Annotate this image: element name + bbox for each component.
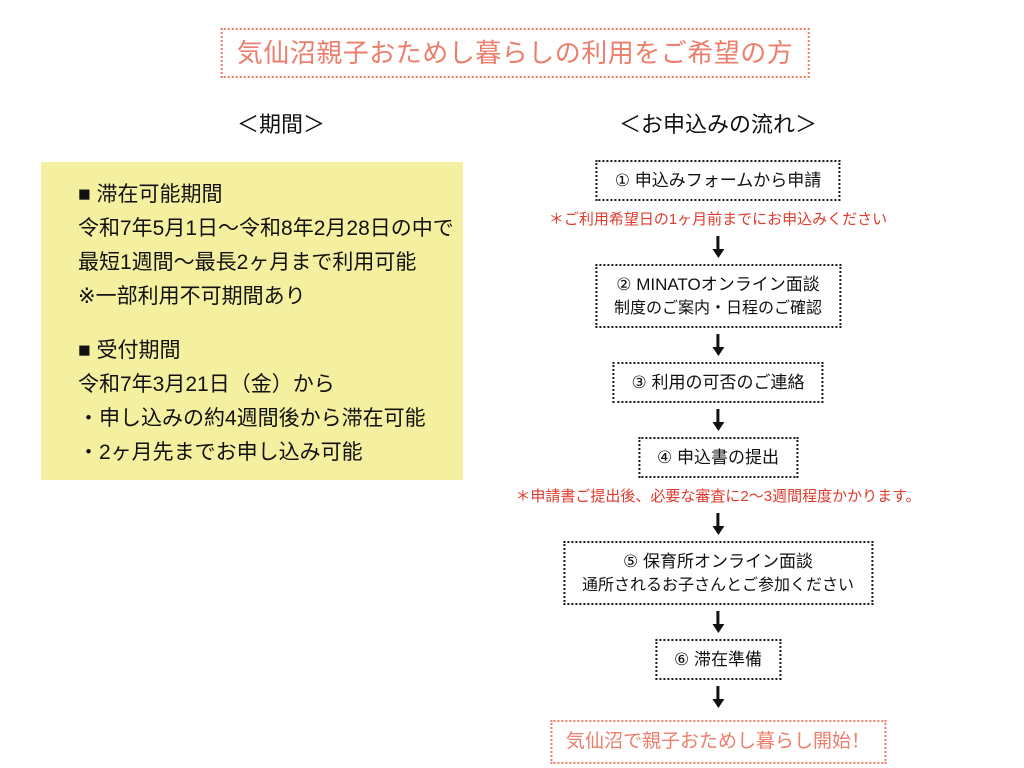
period-block-1: ■ 滞在可能期間令和7年5月1日〜令和8年2月28日の中で最短1週間〜最長2ヶ月… (78, 178, 454, 314)
flow-step-4-box: ④ 申込書の提出 (638, 437, 798, 478)
down-arrow-icon (712, 408, 724, 432)
flow-step-label: ③ 利用の可否のご連絡 (631, 373, 805, 392)
period-line: ※一部利用不可期間あり (78, 285, 306, 308)
down-arrow-icon (712, 333, 724, 357)
flow-section-heading: ＜お申込みの流れ＞ (618, 112, 818, 137)
flow-step-label: 通所されるお子さんとご参加ください (581, 577, 854, 594)
period-line: ・申し込みの約4週間後から滞在可能 (78, 407, 426, 430)
period-line: ■ 受付期間 (78, 339, 181, 362)
down-arrow-icon (712, 610, 724, 634)
flow-step-1-box: ① 申込みフォームから申請 (595, 160, 841, 201)
flow-step-label: 制度のご案内・日程のご確認 (613, 300, 822, 317)
period-section-heading: ＜期間＞ (237, 112, 326, 137)
down-arrow-icon (712, 685, 724, 709)
flow-step-3-box: ③ 利用の可否のご連絡 (612, 362, 824, 403)
period-line: ■ 滞在可能期間 (78, 183, 223, 206)
flow-step-2-box: ② MINATOオンライン面談制度のご案内・日程のご確認 (594, 264, 841, 328)
page-title: 気仙沼親子おためし暮らしの利用をご希望の方 (220, 28, 810, 78)
flow-note-1: ＊ご利用希望日の1ヶ月前までにお申込みください (548, 211, 888, 228)
down-arrow-icon (712, 512, 724, 536)
flow-note-2: ＊申請書ご提出後、必要な審査に2〜3週間程度かかります。 (515, 488, 921, 505)
flow-step-label: ⑤ 保育所オンライン面談 (623, 552, 813, 571)
flow-column: ① 申込みフォームから申請 ＊ご利用希望日の1ヶ月前までにお申込みください ② MI… (515, 160, 921, 764)
flow-step-5-box: ⑤ 保育所オンライン面談通所されるお子さんとご参加ください (562, 541, 873, 605)
flow-step-label: ④ 申込書の提出 (657, 448, 779, 467)
period-panel: ■ 滞在可能期間令和7年5月1日〜令和8年2月28日の中で最短1週間〜最長2ヶ月… (41, 162, 463, 480)
period-line: 令和7年5月1日〜令和8年2月28日の中で (78, 217, 454, 240)
flow-step-6-box: ⑥ 滞在準備 (655, 639, 781, 680)
period-line: 最短1週間〜最長2ヶ月まで利用可能 (78, 251, 417, 274)
flow-goal-box: 気仙沼で親子おためし暮らし開始！ (549, 720, 886, 764)
period-line: 令和7年3月21日（金）から (78, 373, 335, 396)
period-line: ・2ヶ月先までお申し込み可能 (78, 441, 363, 464)
flow-step-label: ① 申込みフォームから申請 (614, 171, 822, 190)
flow-step-label: ⑥ 滞在準備 (674, 650, 762, 669)
period-block-2: ■ 受付期間令和7年3月21日（金）から・申し込みの約4週間後から滞在可能・2ヶ… (78, 334, 453, 470)
down-arrow-icon (712, 235, 724, 259)
flow-step-label: ② MINATOオンライン面談 (616, 275, 820, 294)
